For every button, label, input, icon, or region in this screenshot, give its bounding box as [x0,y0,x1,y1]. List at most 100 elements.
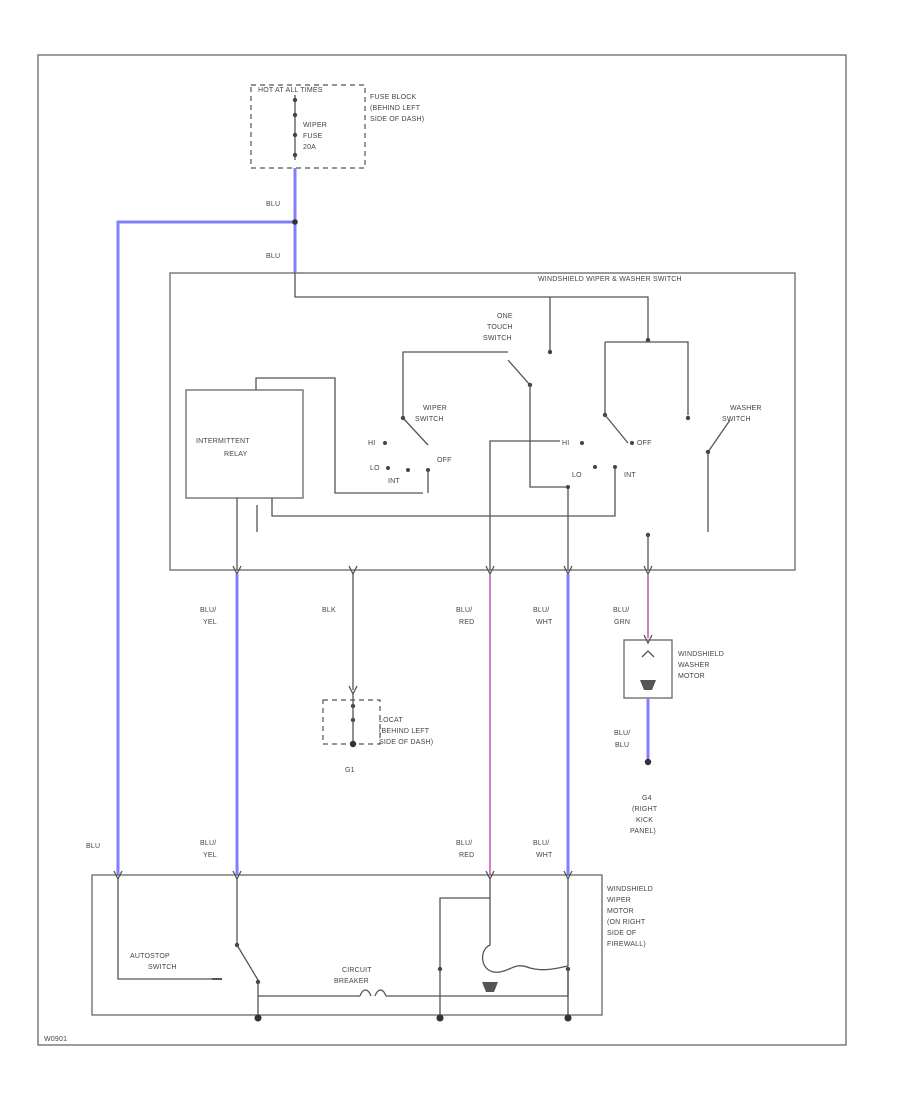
fuse-block-outline [250,84,366,169]
wire-label-left-blu: BLU [86,843,100,850]
fuse-label-line-1: WIPER [303,122,327,129]
hi-b-wire [489,440,560,570]
fuse-terminal-mid [292,112,298,118]
wiper-motor-label-2: WIPER [607,897,631,904]
intermittent-relay [185,389,304,499]
washer-motor-label-2: WASHER [678,662,710,669]
wiper-switch-label-2: SWITCH [415,416,444,423]
one-touch-label-2: TOUCH [487,324,513,331]
washer-motor-symbol [640,680,656,690]
wiper-switch-a-blade [402,417,429,446]
g4-label-1: G4 [642,795,652,802]
autostop-label-2: SWITCH [148,964,177,971]
washer-motor [623,634,673,699]
wire-label-blu-wht-top-1: BLU/ [533,607,549,614]
fuse-location-line-3: SIDE OF DASH) [370,116,424,123]
int-b-contact [613,465,617,469]
fuse-label-line-3: 20A [303,144,316,151]
wiper-motor-label-4: (ON RIGHT [607,919,646,926]
motor-symbol [482,982,498,992]
lo-a-contact [386,466,390,470]
wiper-motor-label-3: MOTOR [607,908,634,915]
lo-b-contact [593,465,597,469]
blu-feed-wire-left [116,220,295,875]
pos-off-b: OFF [637,440,652,447]
relay-label-2: RELAY [224,451,248,458]
fuse-terminal-low [292,132,298,138]
fuse-terminal-top [292,97,298,103]
g1-location-line-3: SIDE OF DASH) [379,739,433,746]
wire-label-blu-red-top-1: BLU/ [456,607,472,614]
autostop-label-1: AUTOSTOP [130,953,170,960]
relay-ground-bus [271,467,616,517]
footer-code: W0901 [44,1036,67,1043]
washer-switch-label-2: SWITCH [722,416,751,423]
armature-loop [481,898,569,973]
wire-label-blu-red-bot-2: RED [459,852,474,859]
washer-motor-label-3: MOTOR [678,673,705,680]
fuse-block-header: HOT AT ALL TIMES [258,87,323,94]
wiper-motor-label-6: FIREWALL) [607,941,646,948]
lo-speed-brush-wire [439,879,491,969]
g1-location-line-2: (BEHIND LEFT [379,728,430,735]
ground-node-2 [436,1014,444,1022]
wire-label-blu-blu-1: BLU/ [614,730,630,737]
wiper-motor-outline [91,874,603,1016]
fuse-location-line-2: (BEHIND LEFT [370,105,421,112]
g1-location-line-1: LOCAT [379,717,403,724]
lo-b-junction [566,485,570,489]
ground-node-1 [254,1014,262,1022]
relay-label-1: INTERMITTENT [196,438,250,445]
autostop-blade [236,944,259,981]
one-touch-label-1: ONE [497,313,513,320]
switch-assembly-title: WINDSHIELD WIPER & WASHER SWITCH [538,276,682,283]
switch-bus-top [294,273,649,340]
g1-ground-node [349,740,357,748]
wire-label-blu-yel-top-1: BLU/ [200,607,216,614]
fuse-block: HOT AT ALL TIMES WIPER FUSE 20A [250,84,366,169]
wiper-motor-label-1: WINDSHIELD [607,886,653,893]
wire-label-blu-yel-bot-1: BLU/ [200,840,216,847]
wire-label-blu-red-top-2: RED [459,619,474,626]
ground-g1-block [322,685,381,748]
pos-lo-b: LO [572,472,582,479]
wire-label-blu-yel-top-2: YEL [203,619,217,626]
diagram-frame [37,54,847,1046]
pos-hi-b: HI [562,440,569,447]
washer-bus-branch [605,341,689,415]
wiper-switch-b-blade [604,414,629,444]
wire-label-blu-grn-1: BLU/ [613,607,629,614]
g4-label-4: PANEL) [630,828,656,835]
int-a-contact [406,468,410,472]
one-touch-down-wire [529,385,568,488]
fuse-terminal-bottom [292,152,298,158]
pos-int-a: INT [388,478,400,485]
off-b-contact [630,441,634,445]
pos-lo-a: LO [370,465,380,472]
wire-label-blk: BLK [322,607,336,614]
wire-label-blu-red-bot-1: BLU/ [456,840,472,847]
washer-switch-blade [707,419,731,453]
wiper-motor-label-5: SIDE OF [607,930,636,937]
hi-b-contact [580,441,584,445]
wiper-switch-label-1: WIPER [423,405,447,412]
wire-label-blu-grn-2: GRN [614,619,630,626]
one-touch-blade [507,359,531,386]
breaker-bus-right [386,969,569,997]
breaker-label-1: CIRCUIT [342,967,372,974]
feed-splice [292,219,298,225]
hi-a-contact [383,441,387,445]
washer-bus-contact [645,337,651,343]
wire-label-blu-wht-bot-2: WHT [536,852,553,859]
washer-motor-label-1: WINDSHIELD [678,651,724,658]
one-touch-top-contact [547,349,553,355]
fuse-label-line-2: FUSE [303,133,323,140]
breaker-symbol [359,989,387,997]
g4-ground-node [644,758,652,766]
wire-label-blu-wht-bot-1: BLU/ [533,840,549,847]
one-touch-label-3: SWITCH [483,335,512,342]
washer-motor-connector-symbol [641,650,655,658]
wire-label-blu-yel-bot-2: YEL [203,852,217,859]
wire-label-top-blu-1: BLU [266,201,280,208]
autostop-left-wire [117,879,220,980]
